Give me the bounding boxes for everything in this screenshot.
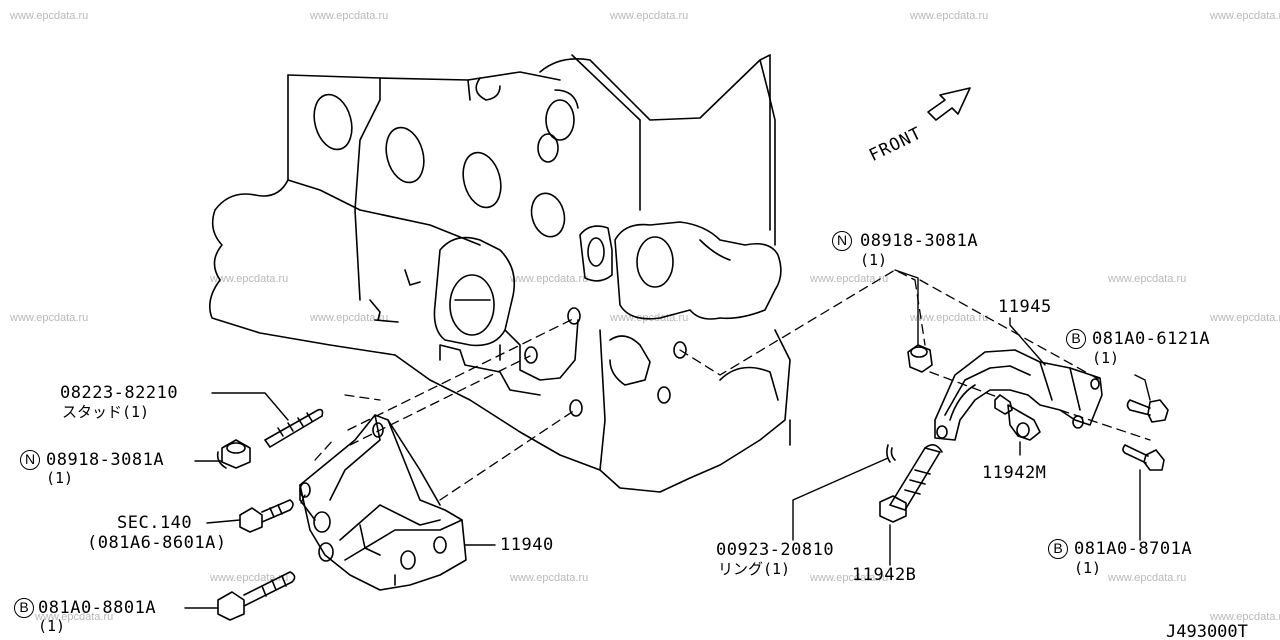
- bolt-left-part-number: 081A0-8801A: [38, 598, 157, 618]
- nut-right-quantity: (1): [860, 251, 888, 269]
- nut-symbol-n-icon: N: [832, 231, 852, 251]
- bolt-r1-quantity: (1): [1092, 349, 1120, 367]
- section-bolt-number: (081A6-8601A): [87, 533, 227, 553]
- watermark: www.epcdata.ru: [910, 10, 989, 22]
- bolt-symbol-b-icon: B: [14, 598, 34, 618]
- bolt-left-quantity: (1): [38, 617, 66, 635]
- bolt-symbol-b-icon: B: [1066, 329, 1086, 349]
- flange-nut-left: [216, 439, 251, 469]
- watermark: www.epcdata.ru: [310, 312, 389, 324]
- watermark: www.epcdata.ru: [210, 273, 289, 285]
- engine-block: [209, 54, 791, 493]
- spacer-part-number: 11942M: [982, 463, 1047, 483]
- bolt-11942b-part-number: 11942B: [852, 565, 917, 585]
- section-reference: SEC.140: [117, 513, 193, 533]
- watermark: www.epcdata.ru: [510, 273, 589, 285]
- nut-left-quantity: (1): [46, 469, 74, 487]
- stud-part: [264, 408, 324, 448]
- bolt-r2-quantity: (1): [1074, 559, 1102, 577]
- watermark: www.epcdata.ru: [10, 10, 89, 22]
- watermark: www.epcdata.ru: [810, 572, 889, 584]
- watermark: www.epcdata.ru: [910, 312, 989, 324]
- watermark: www.epcdata.ru: [1210, 611, 1280, 623]
- spacer-11942m: [994, 394, 1041, 441]
- watermark: www.epcdata.ru: [210, 572, 289, 584]
- bolt-11942b: [879, 444, 943, 523]
- nut-symbol-n-icon: N: [20, 450, 40, 470]
- bolt-r2: [1122, 444, 1165, 471]
- nut-left-part-number: 08918-3081A: [46, 450, 165, 470]
- bolt-r2-part-number: 081A0-8701A: [1074, 539, 1193, 559]
- assembly-guide-lines: [299, 269, 1151, 506]
- leader-lines: [184, 269, 1151, 609]
- watermark: www.epcdata.ru: [810, 273, 889, 285]
- watermark: www.epcdata.ru: [1210, 10, 1280, 22]
- watermark: www.epcdata.ru: [1210, 312, 1280, 324]
- nut-right-part-number: 08918-3081A: [860, 231, 979, 251]
- bolt-left: [217, 571, 296, 621]
- front-arrow-icon: [927, 87, 971, 121]
- drawing-number: J493000T: [1166, 622, 1248, 640]
- flange-nut-right: [907, 344, 933, 373]
- watermark: www.epcdata.ru: [1108, 273, 1187, 285]
- bracket-11940: [299, 414, 467, 591]
- watermark: www.epcdata.ru: [10, 312, 89, 324]
- ring-description: リング(1): [718, 560, 791, 578]
- watermark: www.epcdata.ru: [35, 611, 114, 623]
- bolt-symbol-b-icon: B: [1048, 539, 1068, 559]
- watermark: www.epcdata.ru: [510, 572, 589, 584]
- watermark: www.epcdata.ru: [610, 10, 689, 22]
- stud-description: スタッド(1): [62, 403, 150, 421]
- stud-part-number: 08223-82210: [60, 383, 179, 403]
- watermark: www.epcdata.ru: [310, 10, 389, 22]
- watermark: www.epcdata.ru: [1108, 572, 1187, 584]
- bracket-left-part-number: 11940: [500, 535, 554, 555]
- bracket-11945: [934, 349, 1103, 441]
- ring-part-number: 00923-20810: [716, 540, 835, 560]
- bolt-r1: [1126, 399, 1169, 423]
- bolt-r1-part-number: 081A0-6121A: [1092, 329, 1211, 349]
- bracket-right-part-number: 11945: [998, 297, 1052, 317]
- bolt-sec140: [239, 499, 294, 533]
